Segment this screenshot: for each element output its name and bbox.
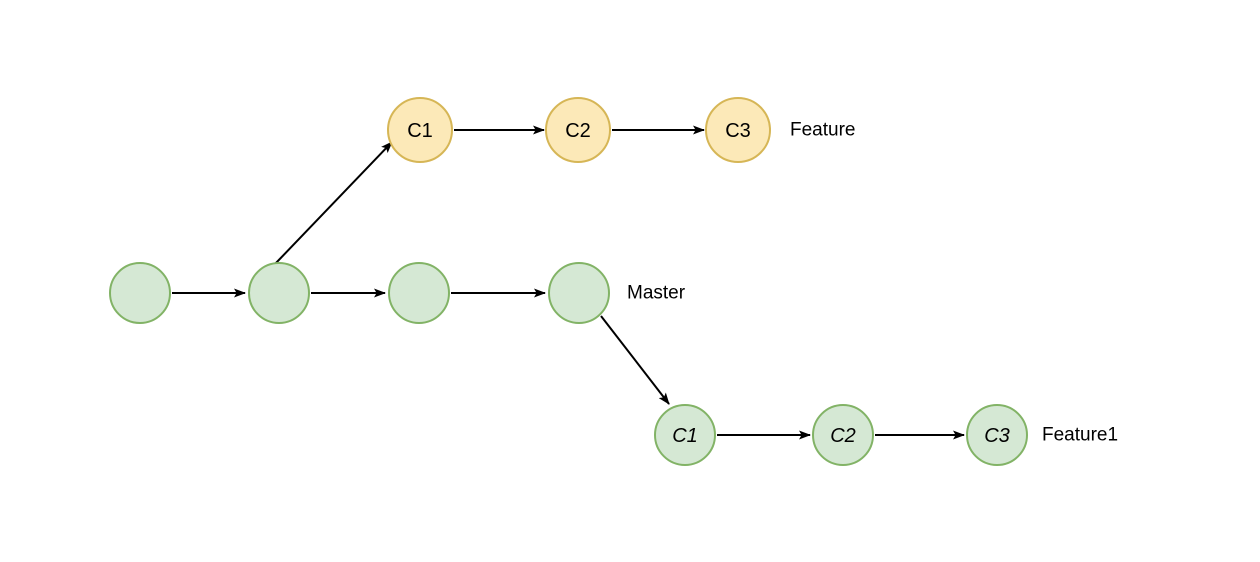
- commit-circle[interactable]: [248, 262, 310, 324]
- commit-edge-master-to-feature-c1: [274, 141, 393, 265]
- commit-label: C2: [830, 425, 856, 447]
- commit-node-master-1[interactable]: [109, 262, 171, 324]
- commit-circle[interactable]: [387, 97, 453, 163]
- commit-node-master-2[interactable]: [248, 262, 310, 324]
- commit-circle[interactable]: [966, 404, 1028, 466]
- commit-label: C1: [407, 120, 433, 142]
- commit-node-feature1-c1[interactable]: C1: [654, 404, 716, 466]
- edges-layer: [172, 125, 965, 440]
- commit-circle[interactable]: [705, 97, 771, 163]
- commit-circle[interactable]: [548, 262, 610, 324]
- commit-node-feature-c2[interactable]: C2: [545, 97, 611, 163]
- commit-node-feature-c1[interactable]: C1: [387, 97, 453, 163]
- commit-label: C3: [725, 120, 751, 142]
- commit-node-master-3[interactable]: [388, 262, 450, 324]
- commit-label: C3: [984, 425, 1010, 447]
- commit-circle[interactable]: [109, 262, 171, 324]
- commit-circle[interactable]: [812, 404, 874, 466]
- commit-label: C1: [672, 425, 698, 447]
- commit-node-master-4[interactable]: [548, 262, 610, 324]
- branch-label-master: Master: [627, 283, 686, 304]
- commit-node-feature1-c3[interactable]: C3: [966, 404, 1028, 466]
- branch-label-feature: Feature: [790, 120, 855, 141]
- commit-node-feature1-c2[interactable]: C2: [812, 404, 874, 466]
- commit-label: C2: [565, 120, 591, 142]
- commit-circle[interactable]: [388, 262, 450, 324]
- branch-label-feature1: Feature1: [1042, 425, 1118, 446]
- commit-node-feature-c3[interactable]: C3: [705, 97, 771, 163]
- commit-edge-master-to-feature1-c1: [600, 315, 670, 405]
- commit-circle[interactable]: [545, 97, 611, 163]
- commit-circle[interactable]: [654, 404, 716, 466]
